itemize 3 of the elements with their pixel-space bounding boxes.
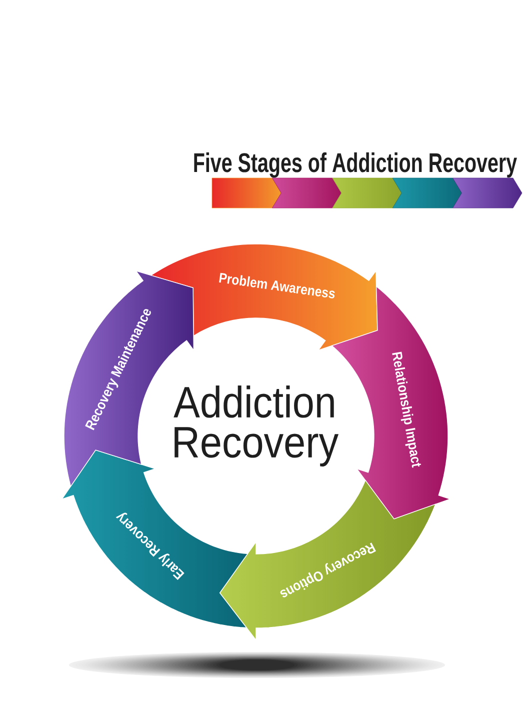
pointed-tile — [212, 178, 282, 208]
pointed-tile — [452, 178, 522, 208]
title: Five Stages of Addiction Recovery — [194, 152, 517, 178]
